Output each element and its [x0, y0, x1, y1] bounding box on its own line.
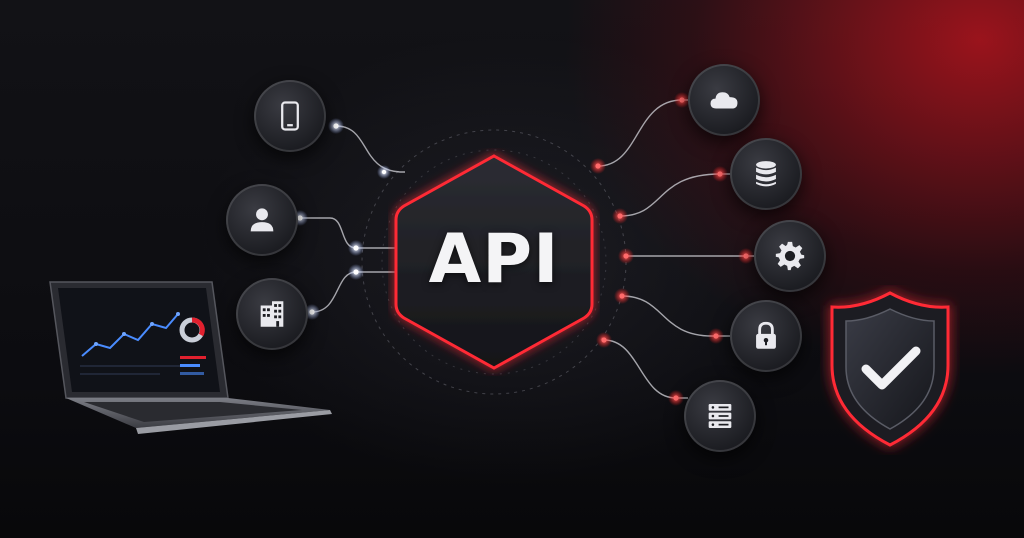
lock-node	[730, 300, 802, 372]
laptop-line-chart	[81, 313, 179, 357]
server-node	[684, 380, 756, 452]
wire-smartphone	[335, 125, 405, 173]
smartphone-icon	[281, 101, 299, 131]
database-icon	[756, 161, 776, 187]
shield-check-icon	[830, 291, 950, 447]
cloud-icon	[710, 92, 738, 109]
laptop-donut-chart	[179, 317, 205, 343]
wire-lock	[621, 295, 730, 337]
database-node	[730, 138, 802, 210]
right-junction-dots	[590, 92, 754, 406]
gear-icon	[775, 241, 805, 271]
cloud-node	[688, 64, 760, 136]
user-icon	[250, 208, 274, 232]
gear-node	[754, 220, 826, 292]
building-icon	[260, 301, 284, 327]
wire-database	[619, 173, 732, 217]
wire-server	[603, 339, 688, 399]
building-node	[236, 278, 308, 350]
lock-icon	[756, 321, 776, 349]
laptop-dashboard	[49, 281, 332, 434]
user-node	[226, 184, 298, 256]
smartphone-node	[254, 80, 326, 152]
wire-cloud	[597, 99, 690, 167]
server-icon	[708, 403, 732, 429]
api-hub-label: API	[428, 220, 560, 299]
orbit-ring-inner	[381, 149, 607, 375]
api-hub-hexagon	[394, 154, 594, 370]
